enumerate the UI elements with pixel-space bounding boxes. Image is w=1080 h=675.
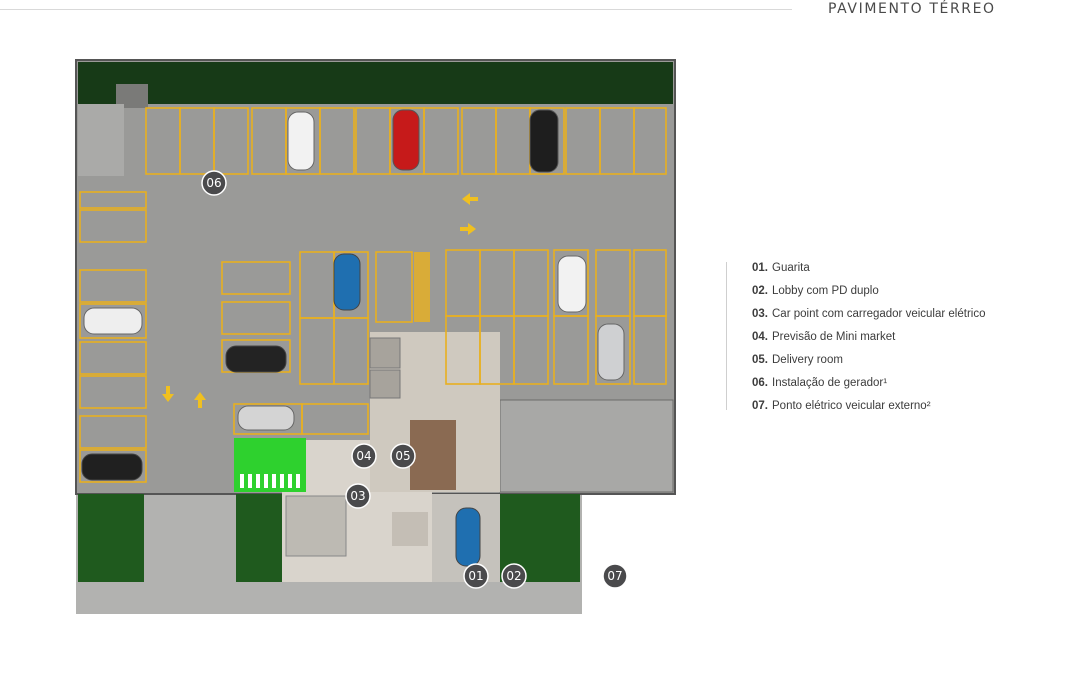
parking-bays-right <box>445 249 667 385</box>
traffic-arrows <box>162 193 478 408</box>
legend-item: 03.Car point com carregador veicular elé… <box>752 308 986 320</box>
stair <box>285 495 347 557</box>
elevator-2 <box>369 369 401 399</box>
legend-item: 05.Delivery room <box>752 354 843 366</box>
car-blue <box>455 507 481 567</box>
car-black <box>529 109 559 173</box>
car-red <box>392 109 420 171</box>
legend: 01.Guarita 02.Lobby com PD duplo 03.Car … <box>726 262 986 412</box>
legend-item: 04.Previsão de Mini market <box>752 331 896 343</box>
right-annex <box>499 399 674 493</box>
car-black <box>81 453 143 481</box>
car-black <box>225 345 287 373</box>
marker-04: 04 <box>351 443 377 469</box>
marker-06: 06 <box>201 170 227 196</box>
garden-left <box>78 494 144 582</box>
svg-text:04: 04 <box>356 449 371 463</box>
car-point-crosswalk <box>240 474 300 488</box>
car-white <box>83 307 143 335</box>
car-silver <box>597 323 625 381</box>
svg-text:07: 07 <box>607 569 622 583</box>
left-wall-structure <box>78 104 124 176</box>
marker-05: 05 <box>390 443 416 469</box>
car-blue <box>333 253 361 311</box>
garden-mid <box>236 494 282 582</box>
header-rule <box>0 9 792 10</box>
legend-item: 02.Lobby com PD duplo <box>752 285 879 297</box>
marker-01: 01 <box>463 563 489 589</box>
car-white <box>287 111 315 171</box>
accessible-stripes <box>414 252 430 322</box>
legend-item: 06.Instalação de gerador¹ <box>752 377 888 389</box>
car-white <box>557 255 587 313</box>
svg-text:06: 06 <box>206 176 221 190</box>
marker-07: 07 <box>602 563 628 589</box>
car-point-bay <box>234 438 306 492</box>
svg-text:02: 02 <box>506 569 521 583</box>
svg-text:05: 05 <box>395 449 410 463</box>
car-silver <box>237 405 295 431</box>
lobby-inner <box>392 512 428 546</box>
marker-03: 03 <box>345 483 371 509</box>
delivery-room <box>410 420 456 490</box>
marker-02: 02 <box>501 563 527 589</box>
rear-garden <box>78 62 673 104</box>
cars <box>81 109 625 567</box>
page-title: PAVIMENTO TÉRREO <box>828 1 996 17</box>
parking-bays-left <box>79 191 147 483</box>
legend-item: 01.Guarita <box>752 262 810 274</box>
elevator-1 <box>369 337 401 369</box>
legend-item: 07.Ponto elétrico veicular externo² <box>752 400 931 412</box>
svg-text:03: 03 <box>350 489 365 503</box>
svg-text:01: 01 <box>468 569 483 583</box>
